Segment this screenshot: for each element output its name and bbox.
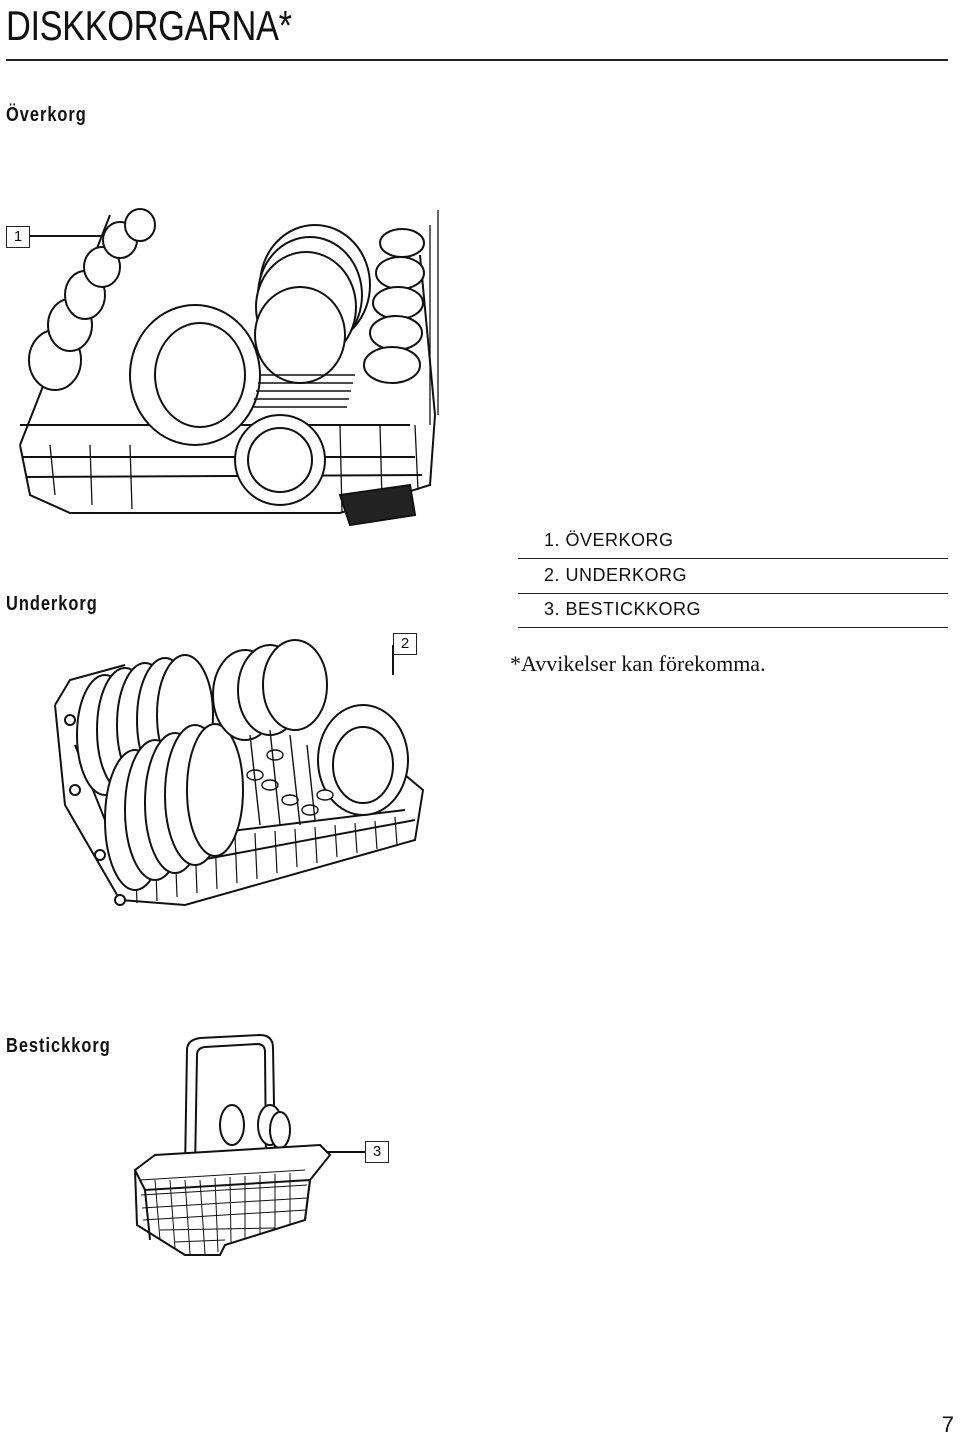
section-heading-lower-basket: Underkorg: [6, 593, 98, 615]
legend-item-3: 3. BESTICKKORG: [518, 595, 948, 628]
legend-item-2: 2. UNDERKORG: [518, 561, 948, 594]
legend-item-1: 1. ÖVERKORG: [518, 526, 948, 559]
title-divider: [6, 59, 948, 61]
callout-upper-basket: 1: [6, 226, 30, 248]
cutlery-basket-illustration: [133, 1033, 365, 1256]
upper-basket-illustration: [19, 208, 439, 527]
callout-lower-basket: 2: [393, 633, 417, 655]
callout-cutlery-basket: 3: [365, 1141, 389, 1163]
section-heading-upper-basket: Överkorg: [6, 104, 87, 126]
page-title: DISKKORGARNA*: [6, 2, 292, 49]
section-heading-cutlery-basket: Bestickkorg: [6, 1035, 111, 1057]
page-number: 7: [941, 1412, 954, 1437]
disclaimer-note: *Avvikelser kan förekomma.: [510, 651, 766, 676]
lower-basket-illustration: [54, 639, 425, 907]
